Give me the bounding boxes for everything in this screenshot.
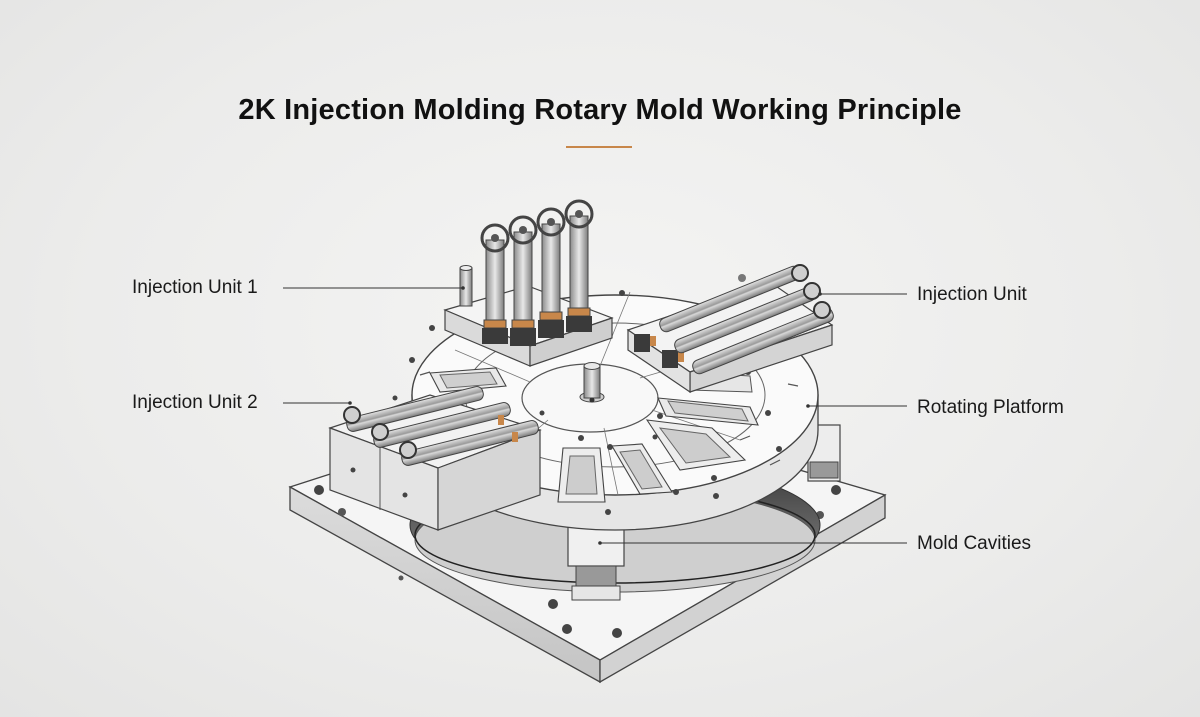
leader-lines (283, 286, 907, 545)
mold-cavity (645, 419, 747, 471)
support-post-right (807, 424, 841, 482)
vertical-cylinder (480, 223, 510, 344)
horizontal-cylinder (674, 282, 821, 354)
mold-cavities (429, 367, 759, 503)
page-title: 2K Injection Molding Rotary Mold Working… (238, 94, 962, 126)
mold-cavity (557, 447, 606, 503)
label-mold-cavities: Mold Cavities (917, 533, 1032, 554)
vertical-cylinder (564, 199, 594, 332)
label-rotating-platform: Rotating Platform (917, 397, 1064, 418)
injection-unit-1 (443, 199, 614, 367)
vertical-cylinder (508, 215, 538, 346)
injection-unit-2 (328, 386, 542, 531)
injection-unit-right (626, 264, 834, 394)
horizontal-cylinder (371, 402, 511, 448)
mold-cavity (611, 443, 673, 495)
horizontal-cylinder (343, 386, 484, 432)
label-injection-unit: Injection Unit (917, 284, 1027, 305)
title-underline (566, 146, 632, 148)
vertical-cylinder (536, 207, 566, 338)
horizontal-cylinder (399, 420, 539, 466)
horizontal-cylinder (692, 301, 834, 375)
label-injection-unit-2: Injection Unit 2 (132, 392, 258, 413)
mold-cavity (657, 397, 759, 426)
horizontal-cylinder (659, 264, 809, 333)
mold-cavity (429, 367, 507, 393)
label-injection-unit-1: Injection Unit 1 (132, 277, 258, 298)
